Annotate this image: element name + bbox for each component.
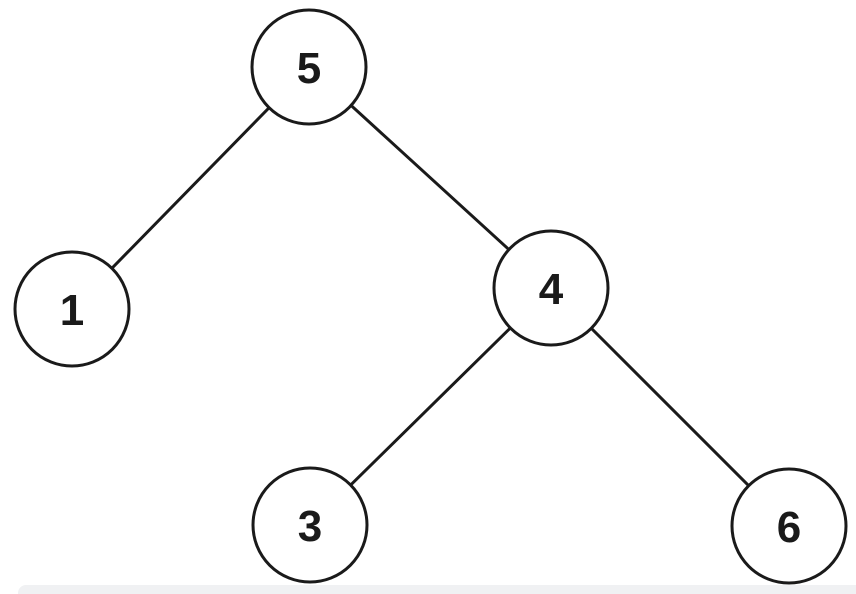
tree-node-circle	[492, 229, 610, 347]
tree-node-circle	[730, 467, 848, 585]
tree-node-label: 1	[60, 286, 84, 335]
tree-node-label: 6	[777, 503, 801, 552]
tree-node-label: 3	[298, 502, 322, 551]
tree-node-root-right: 4	[492, 229, 610, 347]
tree-node-circle	[251, 466, 369, 584]
bottom-panel-top-edge	[18, 585, 856, 594]
tree-node-circle	[13, 250, 131, 368]
tree-node-root-right-right: 6	[730, 467, 848, 585]
tree-node-label: 5	[297, 44, 321, 93]
tree-node-root: 5	[250, 8, 368, 126]
tree-node-root-left: 1	[13, 250, 131, 368]
tree-node-root-right-left: 3	[251, 466, 369, 584]
tree-node-circle	[250, 8, 368, 126]
tree-node-label: 4	[539, 265, 564, 314]
